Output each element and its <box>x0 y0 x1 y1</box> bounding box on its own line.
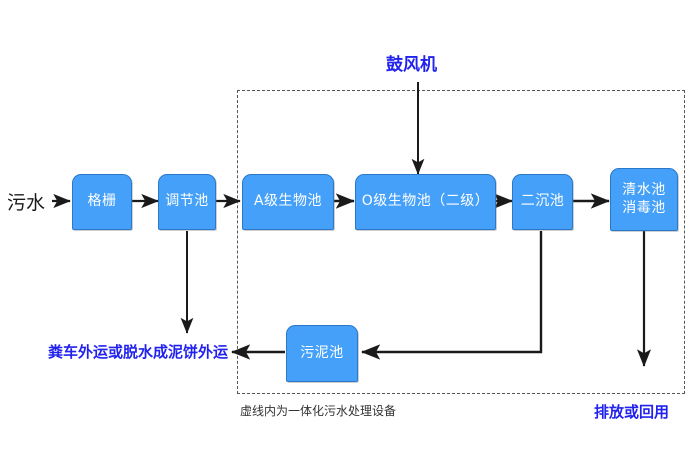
label-inlet: 污水 <box>7 188 45 215</box>
node-a-bio-label: A级生物池 <box>253 193 323 210</box>
label-dashed-caption: 虚线内为一体化污水处理设备 <box>240 402 396 419</box>
node-o-bio-label: O级生物池（二级） <box>361 193 490 210</box>
node-sedimentation[interactable]: 二沉池 <box>512 174 573 230</box>
label-sludge-haul: 粪车外运或脱水成泥饼外运 <box>48 341 228 362</box>
label-discharge-text: 排放或回用 <box>594 403 670 421</box>
node-sludge-label: 污泥池 <box>300 344 344 361</box>
node-regulation[interactable]: 调节池 <box>158 174 216 230</box>
node-grille-label: 格栅 <box>87 193 117 210</box>
node-grille[interactable]: 格栅 <box>72 174 132 230</box>
integrated-equipment-boundary <box>237 90 685 394</box>
node-sludge[interactable]: 污泥池 <box>286 325 358 382</box>
node-sedimentation-label: 二沉池 <box>520 193 565 210</box>
node-clearwater[interactable]: 清水池 消毒池 <box>610 168 678 231</box>
node-clearwater-label-line1: 清水池 <box>622 182 666 198</box>
node-regulation-label: 调节池 <box>165 193 209 210</box>
label-dashed-caption-text: 虚线内为一体化污水处理设备 <box>240 404 397 418</box>
label-inlet-text: 污水 <box>7 192 46 214</box>
node-o-bio[interactable]: O级生物池（二级） <box>355 174 496 230</box>
node-clearwater-label-line2: 消毒池 <box>622 199 666 216</box>
label-blower-text: 鼓风机 <box>386 55 437 75</box>
node-a-bio[interactable]: A级生物池 <box>242 174 334 230</box>
label-discharge: 排放或回用 <box>594 401 669 422</box>
label-sludge-haul-text: 粪车外运或脱水成泥饼外运 <box>48 343 229 361</box>
label-blower: 鼓风机 <box>386 50 437 75</box>
